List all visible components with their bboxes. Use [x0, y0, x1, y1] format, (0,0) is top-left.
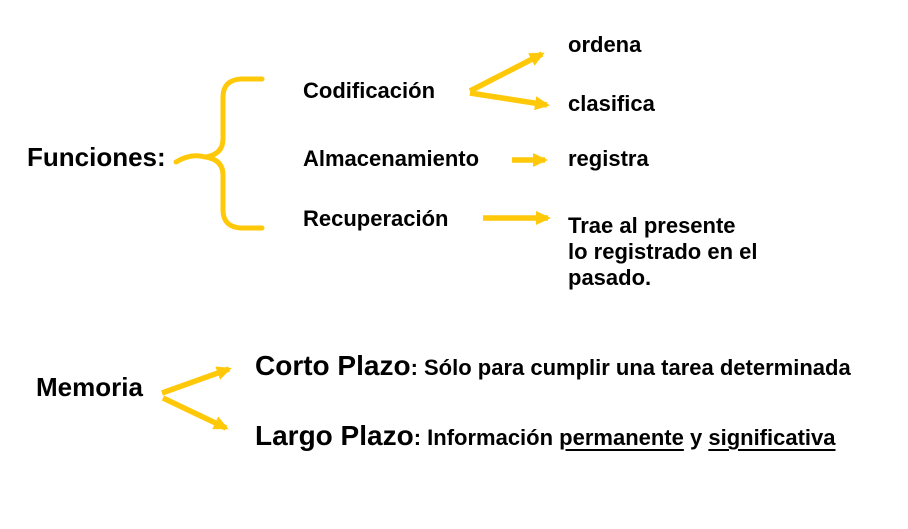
arrow-memoria-corto	[161, 366, 232, 396]
term-almacenamiento: Almacenamiento	[303, 146, 480, 171]
result-trae-line3: pasado.	[568, 265, 652, 290]
funciones-title: Funciones:	[27, 142, 166, 172]
corto-plazo-description: : Sólo para cumplir una tarea determinad…	[410, 355, 851, 380]
funciones-brace-connector	[173, 153, 208, 165]
largo-plazo-line: Largo Plazo: Información permanente y si…	[255, 420, 836, 452]
result-clasifica: clasifica	[568, 91, 655, 116]
largo-plazo-desc-prefix: : Información	[413, 425, 560, 450]
arrow-memoria-largo	[161, 395, 229, 431]
term-recuperacion: Recuperación	[303, 206, 449, 231]
largo-plazo-conjunction: y	[683, 425, 709, 450]
funciones-brace	[203, 76, 265, 231]
arrow-codificacion-clasifica	[469, 90, 550, 111]
result-registra: registra	[568, 146, 649, 171]
arrow-codificacion-ordena	[468, 51, 545, 94]
corto-plazo-term: Corto Plazo	[255, 350, 411, 381]
largo-plazo-term: Largo Plazo	[255, 420, 414, 451]
result-trae-line2: lo registrado en el	[568, 239, 758, 264]
largo-plazo-underlined-significativa: significativa	[708, 425, 836, 450]
result-ordena: ordena	[568, 32, 642, 57]
largo-plazo-underlined-permanente: permanente	[559, 425, 684, 450]
result-trae-line1: Trae al presente	[568, 213, 736, 238]
term-codificacion: Codificación	[303, 78, 436, 103]
corto-plazo-line: Corto Plazo: Sólo para cumplir una tarea…	[255, 350, 851, 382]
result-trae-block: Trae al presente lo registrado en el pas…	[568, 213, 758, 291]
memoria-title: Memoria	[36, 372, 143, 402]
